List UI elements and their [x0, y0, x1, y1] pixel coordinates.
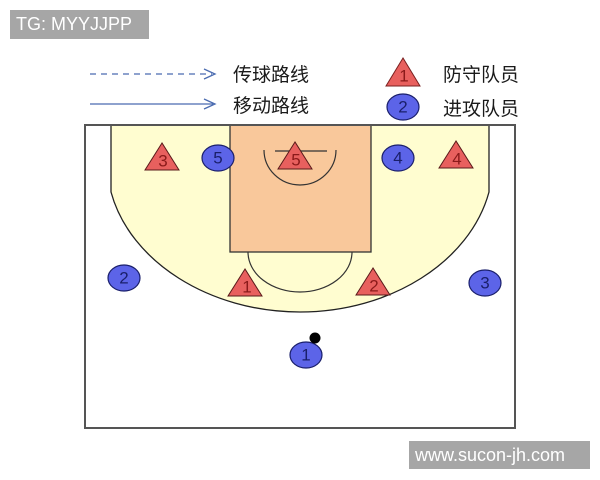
svg-text:2: 2: [119, 269, 128, 288]
svg-text:1: 1: [301, 346, 310, 365]
defender-5: 5: [277, 141, 313, 170]
half-court: [84, 124, 516, 429]
offense-circle-icon: [289, 341, 323, 369]
defender-triangle-icon: [144, 142, 180, 171]
defender-1: 1: [227, 268, 263, 297]
defender-triangle-icon: [438, 140, 474, 169]
defender-4: 4: [438, 140, 474, 169]
svg-text:5: 5: [291, 151, 300, 170]
svg-text:2: 2: [398, 98, 407, 117]
arrow-head-icon: [203, 98, 217, 110]
watermark-top-left: TG: MYYJJPP: [10, 10, 149, 39]
offense-2: 2: [107, 264, 141, 292]
svg-text:3: 3: [480, 274, 489, 293]
offense-label: 进攻队员: [443, 98, 519, 120]
defender-label: 防守队员: [443, 64, 519, 86]
free-throw-circle: [247, 251, 353, 293]
arrow-head-icon: [203, 68, 217, 80]
offense-players: 5 4 2 3 1: [107, 144, 502, 369]
svg-text:5: 5: [213, 149, 222, 168]
offense-4: 4: [381, 144, 415, 172]
pass-line-legend: 传球路线: [90, 64, 309, 86]
defender-2: 2: [355, 267, 391, 296]
svg-text:3: 3: [158, 152, 167, 171]
paint-area: [229, 124, 372, 253]
defender-triangle-icon: [355, 267, 391, 296]
svg-text:1: 1: [399, 67, 408, 86]
offense-circle-icon: [386, 93, 420, 121]
offense-circle-icon: [107, 264, 141, 292]
ball-icon: [309, 332, 321, 344]
defenders: 3 5 4 1 2: [144, 140, 474, 297]
offense-legend: 2 进攻队员: [386, 93, 519, 121]
svg-text:2: 2: [369, 277, 378, 296]
offense-circle-icon: [468, 269, 502, 297]
defender-legend: 1 防守队员: [385, 57, 519, 87]
offense-circle-icon: [201, 144, 235, 172]
legend: 传球路线 移动路线 1 防守队员 2 进攻队员: [90, 57, 519, 121]
watermark-bottom-right: www.sucon-jh.com: [409, 441, 590, 469]
move-line-legend: 移动路线: [90, 95, 309, 117]
pass-line-label: 传球路线: [233, 64, 309, 86]
offense-1: 1: [289, 341, 323, 369]
svg-text:4: 4: [393, 149, 402, 168]
move-line-label: 移动路线: [233, 95, 309, 117]
defender-triangle-icon: [385, 57, 421, 87]
restricted-arc: [263, 149, 337, 186]
svg-text:1: 1: [242, 278, 251, 297]
offense-circle-icon: [381, 144, 415, 172]
offense-5: 5: [201, 144, 235, 172]
defender-triangle-icon: [277, 141, 313, 170]
svg-text:4: 4: [452, 150, 461, 169]
defender-3: 3: [144, 142, 180, 171]
defender-triangle-icon: [227, 268, 263, 297]
offense-3: 3: [468, 269, 502, 297]
